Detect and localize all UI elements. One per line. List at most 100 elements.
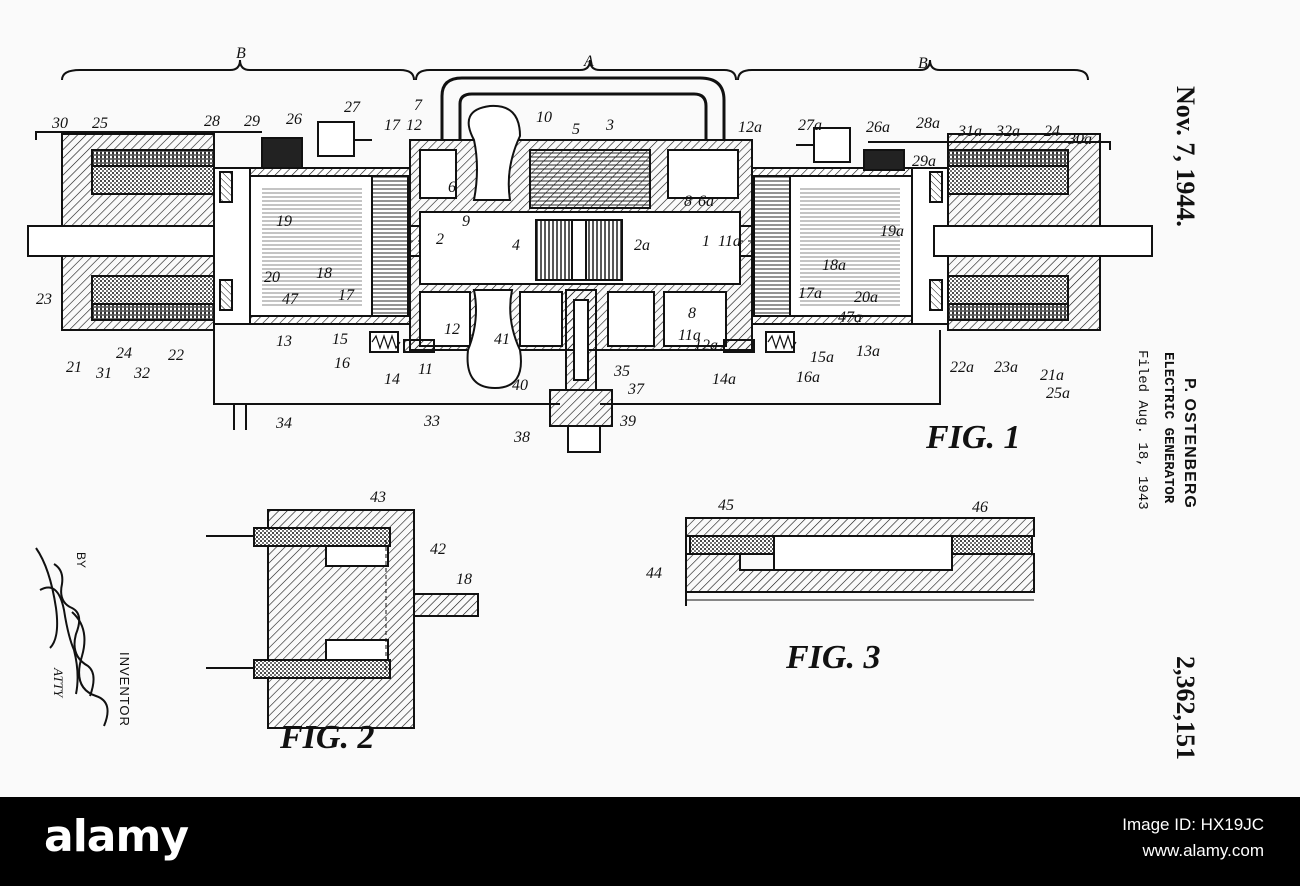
svg-text:28: 28 — [204, 113, 220, 130]
svg-text:A: A — [583, 53, 594, 70]
inventor-name: P. OSTENBERG — [1181, 378, 1198, 509]
svg-text:46: 46 — [972, 499, 988, 516]
svg-text:32: 32 — [133, 365, 150, 382]
svg-text:9: 9 — [462, 213, 470, 230]
svg-text:24: 24 — [1044, 123, 1060, 140]
fig2-caption: FIG. 2 — [279, 719, 374, 756]
fig1-drawing — [27, 59, 1153, 453]
svg-text:11a: 11a — [678, 327, 701, 344]
issue-date: Nov. 7, 1944. — [1171, 86, 1200, 227]
svg-text:26a: 26a — [866, 119, 890, 136]
svg-text:7: 7 — [414, 97, 423, 114]
svg-text:11: 11 — [418, 361, 433, 378]
svg-text:5: 5 — [572, 121, 580, 138]
svg-text:43: 43 — [370, 489, 386, 506]
svg-text:45: 45 — [718, 497, 734, 514]
svg-text:16a: 16a — [796, 369, 820, 386]
svg-text:8: 8 — [688, 305, 696, 322]
svg-text:21a: 21a — [1040, 367, 1064, 384]
svg-text:22a: 22a — [950, 359, 974, 376]
svg-text:33: 33 — [423, 413, 440, 430]
filed-date: Filed Aug. 18, 1943 — [1134, 350, 1150, 510]
svg-text:6a: 6a — [698, 193, 714, 210]
svg-text:17: 17 — [384, 117, 401, 134]
svg-text:27a: 27a — [798, 117, 822, 134]
fig2-labels: 43 42 18 — [370, 489, 472, 588]
svg-text:12: 12 — [406, 117, 422, 134]
by-label: BY — [74, 552, 88, 569]
svg-text:25a: 25a — [1046, 385, 1070, 402]
svg-text:31a: 31a — [957, 123, 982, 140]
svg-text:42: 42 — [430, 541, 446, 558]
svg-text:21: 21 — [66, 359, 82, 376]
svg-text:26: 26 — [286, 111, 302, 128]
svg-text:2a: 2a — [634, 237, 650, 254]
svg-text:27: 27 — [344, 99, 361, 116]
svg-text:11a: 11a — [718, 233, 741, 250]
svg-text:28a: 28a — [916, 115, 940, 132]
patent-number: 2,362,151 — [1171, 656, 1200, 760]
svg-text:13a: 13a — [856, 343, 880, 360]
svg-text:4: 4 — [512, 237, 520, 254]
svg-text:1: 1 — [702, 233, 710, 250]
svg-text:12a: 12a — [694, 337, 718, 354]
svg-text:B: B — [918, 55, 928, 72]
attorney-label: ATTY — [51, 668, 66, 698]
image-id: Image ID: HX19JC — [1122, 815, 1264, 834]
svg-text:20a: 20a — [854, 289, 878, 306]
svg-text:23: 23 — [36, 291, 52, 308]
svg-text:2: 2 — [436, 231, 444, 248]
svg-text:29a: 29a — [912, 153, 936, 170]
alamy-logo: alamy — [44, 811, 189, 862]
fig3-caption: FIG. 3 — [785, 639, 880, 676]
svg-text:32a: 32a — [995, 123, 1020, 140]
inventor-label: INVENTOR — [117, 652, 132, 727]
svg-text:8: 8 — [684, 193, 692, 210]
svg-text:39: 39 — [619, 413, 636, 430]
svg-text:10: 10 — [536, 109, 552, 126]
svg-text:35: 35 — [613, 363, 630, 380]
svg-text:15a: 15a — [810, 349, 834, 366]
svg-text:23a: 23a — [994, 359, 1018, 376]
svg-text:17: 17 — [338, 287, 355, 304]
svg-text:47: 47 — [282, 291, 299, 308]
svg-text:12a: 12a — [738, 119, 762, 136]
fig3-drawing — [685, 517, 1035, 606]
svg-text:14a: 14a — [712, 371, 736, 388]
svg-text:19: 19 — [276, 213, 292, 230]
svg-text:12: 12 — [444, 321, 460, 338]
svg-text:25: 25 — [92, 115, 108, 132]
svg-text:B: B — [236, 45, 246, 62]
fig2-drawing — [206, 509, 479, 729]
svg-text:29: 29 — [244, 113, 260, 130]
svg-text:30: 30 — [51, 115, 68, 132]
svg-text:19a: 19a — [880, 223, 904, 240]
svg-text:16: 16 — [334, 355, 350, 372]
svg-text:13: 13 — [276, 333, 292, 350]
svg-text:30a: 30a — [1067, 131, 1092, 148]
svg-text:31: 31 — [95, 365, 112, 382]
stock-footer: alamy Image ID: HX19JC www.alamy.com — [0, 797, 1300, 886]
svg-text:18: 18 — [316, 265, 332, 282]
svg-text:18: 18 — [456, 571, 472, 588]
svg-text:47a: 47a — [838, 309, 862, 326]
fig3-labels: 45 46 44 — [646, 497, 988, 582]
svg-text:18a: 18a — [822, 257, 846, 274]
svg-text:17a: 17a — [798, 285, 822, 302]
svg-text:6: 6 — [448, 179, 456, 196]
inventor-signature — [35, 547, 109, 727]
svg-text:3: 3 — [605, 117, 614, 134]
patent-title: ELECTRIC GENERATOR — [1160, 352, 1176, 504]
svg-text:15: 15 — [332, 331, 348, 348]
svg-text:22: 22 — [168, 347, 184, 364]
svg-text:41: 41 — [494, 331, 510, 348]
svg-text:37: 37 — [627, 381, 645, 398]
svg-text:34: 34 — [275, 415, 292, 432]
svg-text:14: 14 — [384, 371, 400, 388]
svg-text:44: 44 — [646, 565, 662, 582]
svg-text:20: 20 — [264, 269, 280, 286]
svg-text:40: 40 — [512, 377, 528, 394]
